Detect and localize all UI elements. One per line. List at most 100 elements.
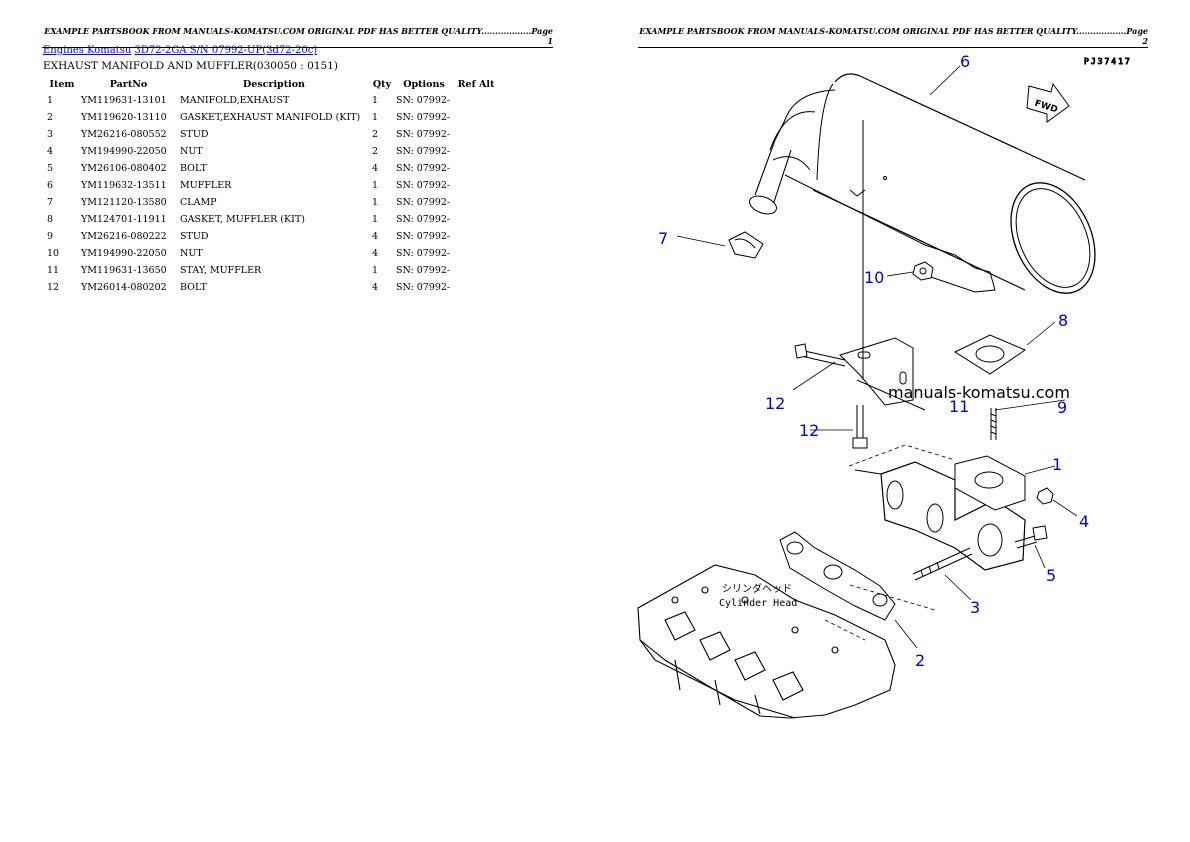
cell-options: SN: 07992- <box>396 265 451 276</box>
assembly-lines <box>824 444 956 641</box>
callout-11: 11 <box>949 397 969 416</box>
cell-description: MUFFLER <box>180 180 232 191</box>
callout-12a: 12 <box>765 394 785 413</box>
cell-refalt <box>454 160 498 177</box>
cylinder-head-jp-label: シリンダヘッド <box>722 582 792 595</box>
cell-item: 4 <box>47 146 54 157</box>
cell-options: SN: 07992- <box>396 180 451 191</box>
cell-qty: 4 <box>372 248 379 259</box>
cell-refalt <box>454 279 498 296</box>
cell-options: SN: 07992- <box>396 248 451 259</box>
cell-refalt <box>454 211 498 228</box>
cell-item: 8 <box>47 214 54 225</box>
cell-options: SN: 07992- <box>396 129 451 140</box>
cell-refalt <box>454 92 498 109</box>
nut-10-drawing <box>912 261 934 281</box>
cell-item: 1 <box>47 95 54 106</box>
cell-refalt <box>454 262 498 279</box>
cell-description: GASKET, MUFFLER (KIT) <box>180 214 305 225</box>
muffler-gasket-drawing <box>953 334 1027 375</box>
cylinder-head-drawing <box>637 564 896 719</box>
cell-qty: 1 <box>372 95 379 106</box>
parts-table-header: Item PartNo Description Qty Options Ref … <box>43 76 498 92</box>
col-options: Options <box>403 78 445 90</box>
cell-partno: YM26106-080402 <box>81 163 167 174</box>
cell-qty: 1 <box>372 112 379 123</box>
nut-4-drawing <box>1036 487 1054 505</box>
cell-refalt <box>454 143 498 160</box>
cell-item: 10 <box>47 248 60 259</box>
fwd-arrow-icon: FWD <box>1026 82 1070 123</box>
callout-5: 5 <box>1046 566 1056 585</box>
cell-qty: 1 <box>372 197 379 208</box>
page-2: EXAMPLE PARTSBOOK FROM MANUALS-KOMATSU.C… <box>595 0 1190 842</box>
cell-description: BOLT <box>180 163 207 174</box>
cell-description: STAY, MUFFLER <box>180 265 262 276</box>
callout-3: 3 <box>970 598 980 617</box>
cell-options: SN: 07992- <box>396 146 451 157</box>
cell-qty: 4 <box>372 163 379 174</box>
cell-item: 2 <box>47 112 54 123</box>
cylinder-head-label: Cylinder Head <box>719 598 797 609</box>
cell-refalt <box>454 245 498 262</box>
callout-1: 1 <box>1052 455 1062 474</box>
cell-item: 11 <box>47 265 60 276</box>
cell-item: 5 <box>47 163 54 174</box>
cell-description: STUD <box>180 129 209 140</box>
cell-refalt <box>454 194 498 211</box>
cell-partno: YM119631-13650 <box>81 265 167 276</box>
page-1: EXAMPLE PARTSBOOK FROM MANUALS-KOMATSU.C… <box>42 26 553 296</box>
callout-4: 4 <box>1079 512 1089 531</box>
cell-partno: YM124701-11911 <box>81 214 167 225</box>
table-row: 5 YM26106-080402 BOLT 4 SN: 07992- <box>43 160 498 177</box>
cell-qty: 1 <box>372 180 379 191</box>
page-header: EXAMPLE PARTSBOOK FROM MANUALS-KOMATSU.C… <box>42 26 553 48</box>
cell-description: CLAMP <box>180 197 217 208</box>
cell-qty: 1 <box>372 265 379 276</box>
callout-8: 8 <box>1058 311 1068 330</box>
callout-9: 9 <box>1057 398 1067 417</box>
cell-item: 3 <box>47 129 54 140</box>
exhaust-manifold-drawing <box>854 455 1026 571</box>
callout-10: 10 <box>864 268 884 287</box>
cell-description: STUD <box>180 231 209 242</box>
cell-partno: YM194990-22050 <box>81 146 167 157</box>
breadcrumb: Engines Komatsu 3D72-2GA S/N 07992-UP(3d… <box>43 45 317 56</box>
cell-description: GASKET,EXHAUST MANIFOLD (KIT) <box>180 112 361 123</box>
cell-options: SN: 07992- <box>396 163 451 174</box>
cell-partno: YM119632-13511 <box>81 180 167 191</box>
cell-description: MANIFOLD,EXHAUST <box>180 95 290 106</box>
cell-partno: YM26216-080222 <box>81 231 167 242</box>
exploded-parts-diagram: PJ37417 FWD <box>637 52 1132 719</box>
table-row: 6 YM119632-13511 MUFFLER 1 SN: 07992- <box>43 177 498 194</box>
cell-qty: 4 <box>372 231 379 242</box>
cell-options: SN: 07992- <box>396 231 451 242</box>
col-item: Item <box>49 78 75 90</box>
cell-partno: YM119631-13101 <box>81 95 167 106</box>
table-row: 3 YM26216-080552 STUD 2 SN: 07992- <box>43 126 498 143</box>
col-description: Description <box>243 78 305 90</box>
cell-partno: YM194990-22050 <box>81 248 167 259</box>
diagram-code: PJ37417 <box>1084 57 1132 66</box>
breadcrumb-link-model[interactable]: 3D72-2GA S/N 07992-UP(3d72-20c) <box>134 45 318 56</box>
cell-partno: YM26216-080552 <box>81 129 167 140</box>
callout-12b: 12 <box>799 421 819 440</box>
cell-item: 6 <box>47 180 54 191</box>
table-row: 11 YM119631-13650 STAY, MUFFLER 1 SN: 07992- <box>43 262 498 279</box>
cell-refalt <box>454 228 498 245</box>
col-refalt: Ref Alt <box>457 78 495 90</box>
muffler-drawing <box>749 73 1096 294</box>
breadcrumb-link-engines-komatsu[interactable]: Engines Komatsu <box>43 45 132 56</box>
col-partno: PartNo <box>109 78 148 90</box>
bolt-5-drawing <box>1014 525 1048 549</box>
cell-refalt <box>454 177 498 194</box>
cell-partno: YM121120-13580 <box>81 197 167 208</box>
clamp-drawing <box>728 231 764 259</box>
cell-qty: 2 <box>372 129 379 140</box>
